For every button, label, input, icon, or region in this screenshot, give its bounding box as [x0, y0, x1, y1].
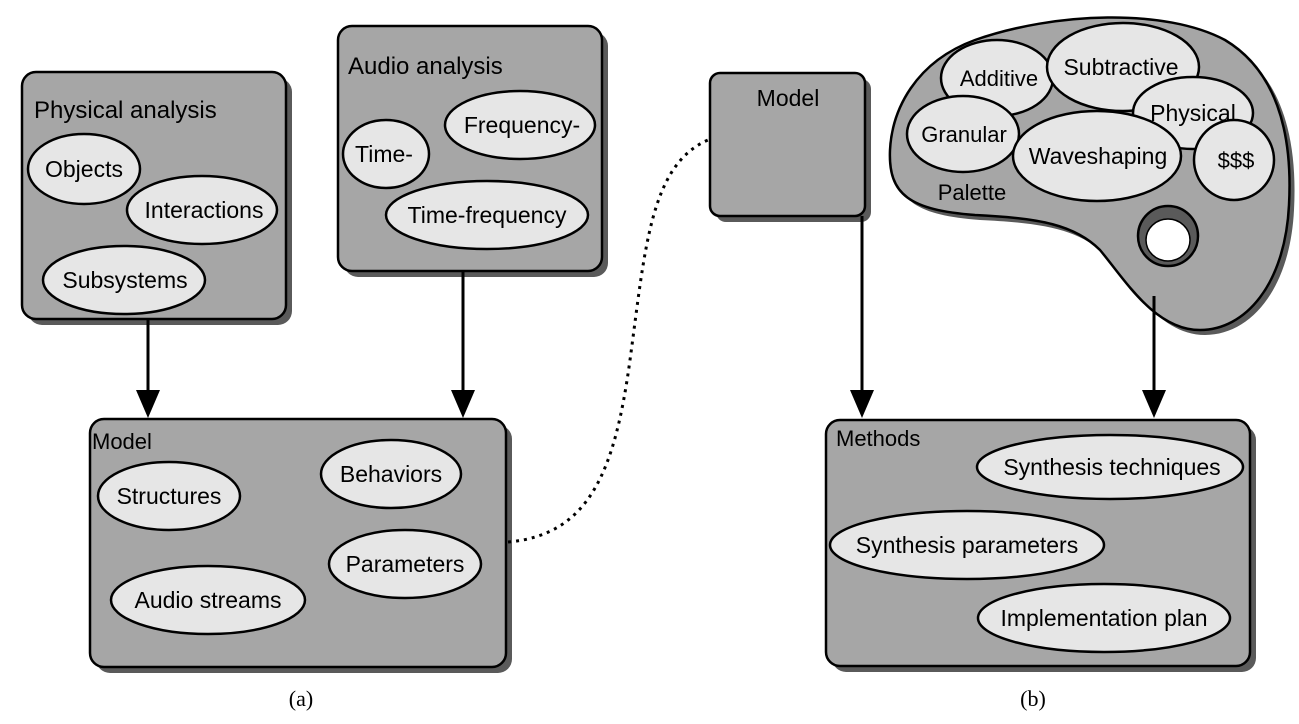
behaviors-label: Behaviors	[340, 461, 442, 487]
model-b-title: Model	[757, 85, 820, 111]
time-frequency-ellipse	[384, 179, 590, 251]
dotted-connector	[507, 138, 709, 544]
implementation-plan-label: Implementation plan	[1000, 605, 1207, 631]
implementation-plan-ellipse	[976, 582, 1232, 654]
structures-ellipse	[96, 460, 242, 532]
frequency-label: Frequency-	[464, 112, 580, 138]
audio-streams-label: Audio streams	[134, 587, 281, 613]
waveshaping-label: Waveshaping	[1029, 143, 1168, 169]
time-label: Time-	[355, 141, 413, 167]
time-frequency-label: Time-frequency	[408, 202, 567, 228]
audio-streams-ellipse	[109, 564, 307, 636]
caption-b: (b)	[1020, 686, 1046, 711]
palette-label: Palette	[938, 180, 1007, 205]
money-ellipse	[1192, 118, 1276, 202]
granular-label: Granular	[921, 122, 1007, 147]
structures-label: Structures	[117, 483, 222, 509]
arrowhead-audio-to-model	[451, 390, 475, 418]
interactions-label: Interactions	[145, 197, 264, 223]
audio-analysis-box: Audio analysis Time- Frequency- Time-fre…	[336, 24, 608, 277]
palette: Palette Additive Subtractive Physical Gr…	[888, 16, 1295, 335]
palette-thumb-hole	[1145, 218, 1191, 262]
methods-box: Methods Synthesis techniques Synthesis p…	[824, 418, 1256, 672]
model-a-title: Model	[92, 429, 152, 454]
waveshaping-ellipse	[1011, 109, 1183, 203]
subsystems-ellipse	[41, 244, 207, 316]
subtractive-label: Subtractive	[1063, 54, 1178, 80]
frequency-ellipse	[443, 89, 597, 161]
additive-label: Additive	[960, 66, 1038, 91]
model-box-a: Model Structures Behaviors Parameters Au…	[88, 417, 512, 673]
time-ellipse	[341, 118, 431, 190]
methods-title: Methods	[836, 426, 920, 451]
audio-analysis-title: Audio analysis	[348, 53, 503, 80]
behaviors-ellipse	[319, 438, 463, 510]
physical-analysis-title: Physical analysis	[34, 97, 217, 124]
granular-ellipse	[905, 94, 1021, 174]
synthesis-techniques-ellipse	[975, 433, 1245, 501]
synthesis-parameters-label: Synthesis parameters	[856, 532, 1078, 558]
arrowhead-physical-to-model	[136, 390, 160, 418]
objects-label: Objects	[45, 156, 123, 182]
caption-a: (a)	[289, 686, 313, 711]
subsystems-label: Subsystems	[62, 267, 187, 293]
model-box-b: Model	[708, 71, 871, 222]
interactions-ellipse	[125, 174, 279, 246]
arrowhead-palette-to-methods	[1142, 390, 1166, 418]
objects-ellipse	[26, 132, 142, 206]
synthesis-techniques-label: Synthesis techniques	[1003, 454, 1220, 480]
parameters-ellipse	[327, 528, 483, 600]
parameters-label: Parameters	[346, 551, 465, 577]
money-label: $$$	[1218, 148, 1255, 173]
arrowhead-model-to-methods	[850, 390, 874, 418]
synthesis-parameters-ellipse	[828, 509, 1106, 581]
physical-analysis-box: Physical analysis Objects Interactions S…	[20, 70, 292, 325]
